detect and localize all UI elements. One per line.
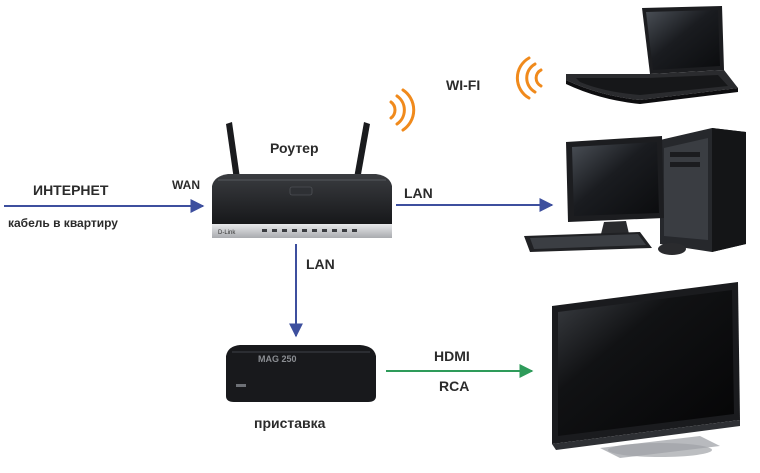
- hdmi-label: HDMI: [434, 348, 470, 364]
- settop-brand-mark: MAG 250: [258, 354, 297, 364]
- tv-icon: [552, 282, 740, 458]
- wifi-signal-icon: [515, 56, 543, 100]
- lan-down-label: LAN: [306, 256, 335, 272]
- rca-label: RCA: [439, 378, 470, 394]
- settop-box-icon: MAG 250: [226, 345, 376, 402]
- settop-label: приставка: [254, 415, 326, 431]
- router-brand-mark: D-Link: [218, 230, 236, 236]
- internet-label: ИНТЕРНЕТ: [33, 182, 109, 198]
- router-label: Роутер: [270, 140, 319, 156]
- wifi-signal-icon: [389, 88, 416, 132]
- wan-label: WAN: [172, 178, 200, 192]
- lan-right-label: LAN: [404, 185, 433, 201]
- laptop-icon: [566, 6, 738, 104]
- desktop-pc-icon: [524, 128, 746, 255]
- wifi-label: WI-FI: [446, 77, 481, 93]
- cable-label: кабель в квартиру: [8, 216, 118, 230]
- router-icon: D-Link: [212, 122, 392, 238]
